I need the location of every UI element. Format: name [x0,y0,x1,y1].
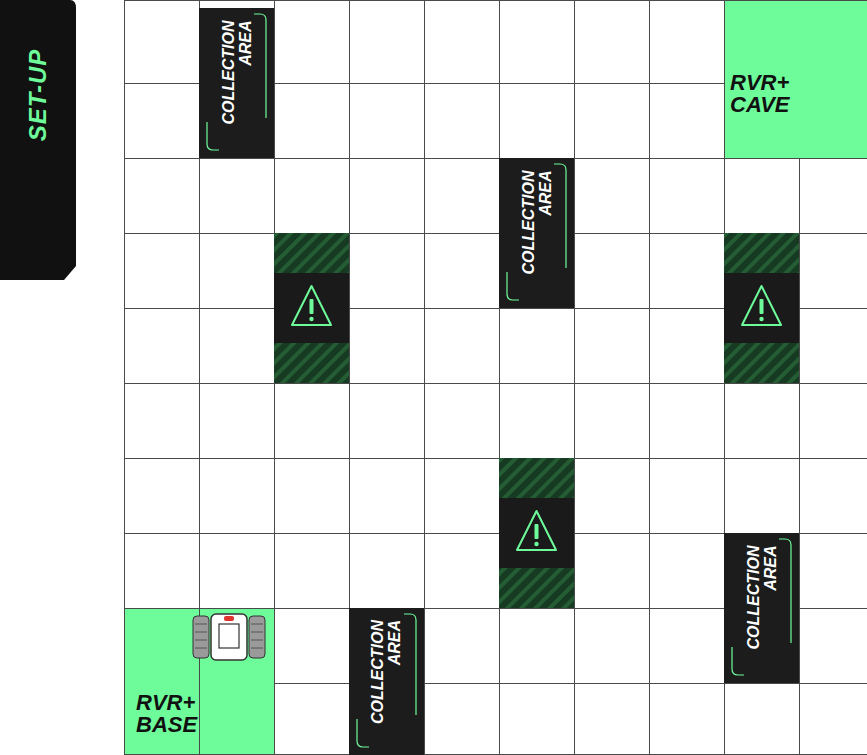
rotated-frame: COLLECTION AREA [199,8,274,158]
zone-label: RVR+ CAVE [730,72,800,116]
hazard-tile [724,233,799,383]
rotated-frame: SET-UP [0,0,76,280]
cave-zone [724,0,867,158]
start-zone: RVR+ CAVE [724,0,867,158]
area-label: COLLECTION AREA [520,170,554,280]
setup-tab [0,0,76,280]
area-label: COLLECTION AREA [745,545,779,655]
grid-lines [124,0,867,755]
collection-area: COLLECTION AREA [499,158,574,308]
hazard-tile [499,458,574,608]
start-zone: RVR+ BASE [124,608,274,755]
zone-label: RVR+ BASE [136,692,206,736]
area-label: COLLECTION AREA [220,20,254,130]
setup-tab: SET-UP [0,0,76,280]
area-label: COLLECTION AREA [370,620,404,730]
collection-area: COLLECTION AREA [349,608,424,755]
rover-icon [193,614,265,660]
collection-area: COLLECTION AREA [199,8,274,158]
rotated-frame: COLLECTION AREA [499,158,574,308]
hazard-tile [274,233,349,383]
collection-area: COLLECTION AREA [724,533,799,683]
rotated-frame: COLLECTION AREA [349,608,424,755]
rotated-frame: COLLECTION AREA [724,533,799,683]
tab-title: SET-UP [24,49,52,142]
